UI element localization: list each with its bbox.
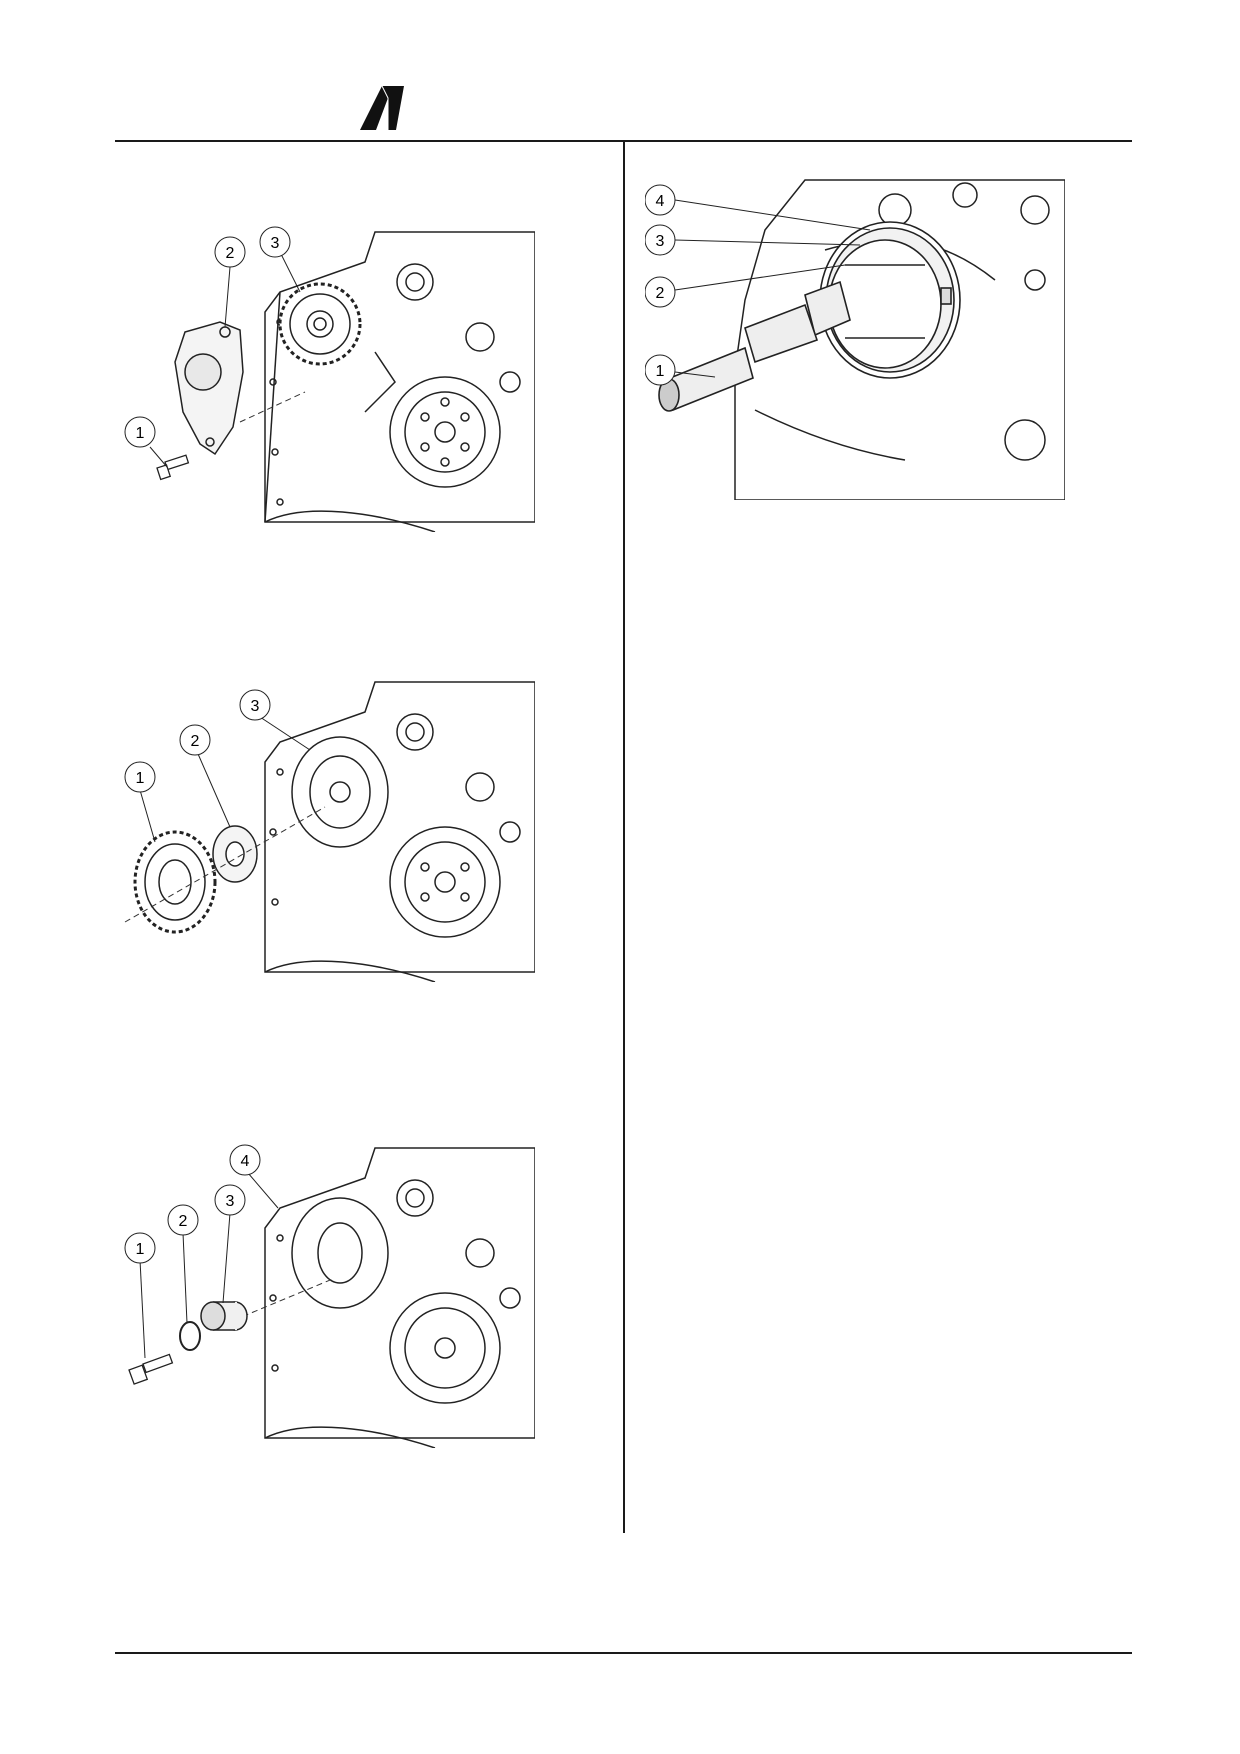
engine-block-drawing (264, 1147, 535, 1448)
o-ring-drawing (179, 1321, 201, 1351)
figure-pump-bushing: 1 2 3 4 (124, 1144, 535, 1448)
outer-gear-drawing (133, 830, 217, 934)
callout-2: 2 (179, 724, 231, 828)
callout-3: 3 (259, 226, 301, 293)
callout-1: 1 (124, 416, 168, 468)
assembly-axis-line (239, 391, 306, 423)
callout-label: 2 (191, 733, 200, 750)
callout-1: 1 (645, 354, 716, 386)
engine-block-drawing (264, 681, 535, 982)
assembly-axis-line (124, 806, 326, 923)
brand-logo (360, 85, 404, 130)
callout-3: 3 (239, 689, 311, 751)
installer-tool-drawing (658, 280, 851, 412)
drive-gear-drawing (278, 282, 362, 366)
callout-label: 1 (656, 363, 665, 380)
callout-label: 2 (656, 285, 665, 302)
callout-3: 3 (214, 1184, 246, 1304)
callout-2: 2 (214, 236, 246, 328)
pump-cover-drawing (174, 321, 244, 456)
callout-label: 4 (656, 193, 665, 210)
figure-pump-gears: 1 2 3 (124, 681, 535, 982)
callout-label: 3 (656, 233, 665, 250)
callout-label: 1 (136, 770, 145, 787)
bolt-drawing (128, 1353, 174, 1385)
callout-1: 1 (124, 761, 156, 843)
callout-label: 3 (226, 1193, 235, 1210)
callout-2: 2 (167, 1204, 199, 1324)
callout-label: 2 (179, 1213, 188, 1230)
callout-label: 1 (136, 425, 145, 442)
callout-label: 2 (226, 245, 235, 262)
figure-oil-pump-cover: 1 2 3 (124, 226, 535, 532)
callout-3: 3 (645, 224, 861, 256)
callout-2: 2 (645, 264, 846, 308)
callout-1: 1 (124, 1232, 156, 1359)
column-divider (623, 141, 625, 1533)
callout-label: 3 (251, 698, 260, 715)
engine-block-drawing (264, 231, 535, 532)
callout-label: 4 (241, 1153, 250, 1170)
figure-seal-installer: 1 2 3 4 (645, 179, 1065, 500)
bolt-drawing (156, 454, 190, 481)
callout-4: 4 (645, 184, 871, 231)
bushing-drawing (200, 1301, 248, 1331)
footer-rule (115, 1652, 1132, 1654)
callout-label: 1 (136, 1241, 145, 1258)
callout-4: 4 (229, 1144, 279, 1209)
callout-label: 3 (271, 235, 280, 252)
inner-rotor-drawing (212, 825, 258, 883)
